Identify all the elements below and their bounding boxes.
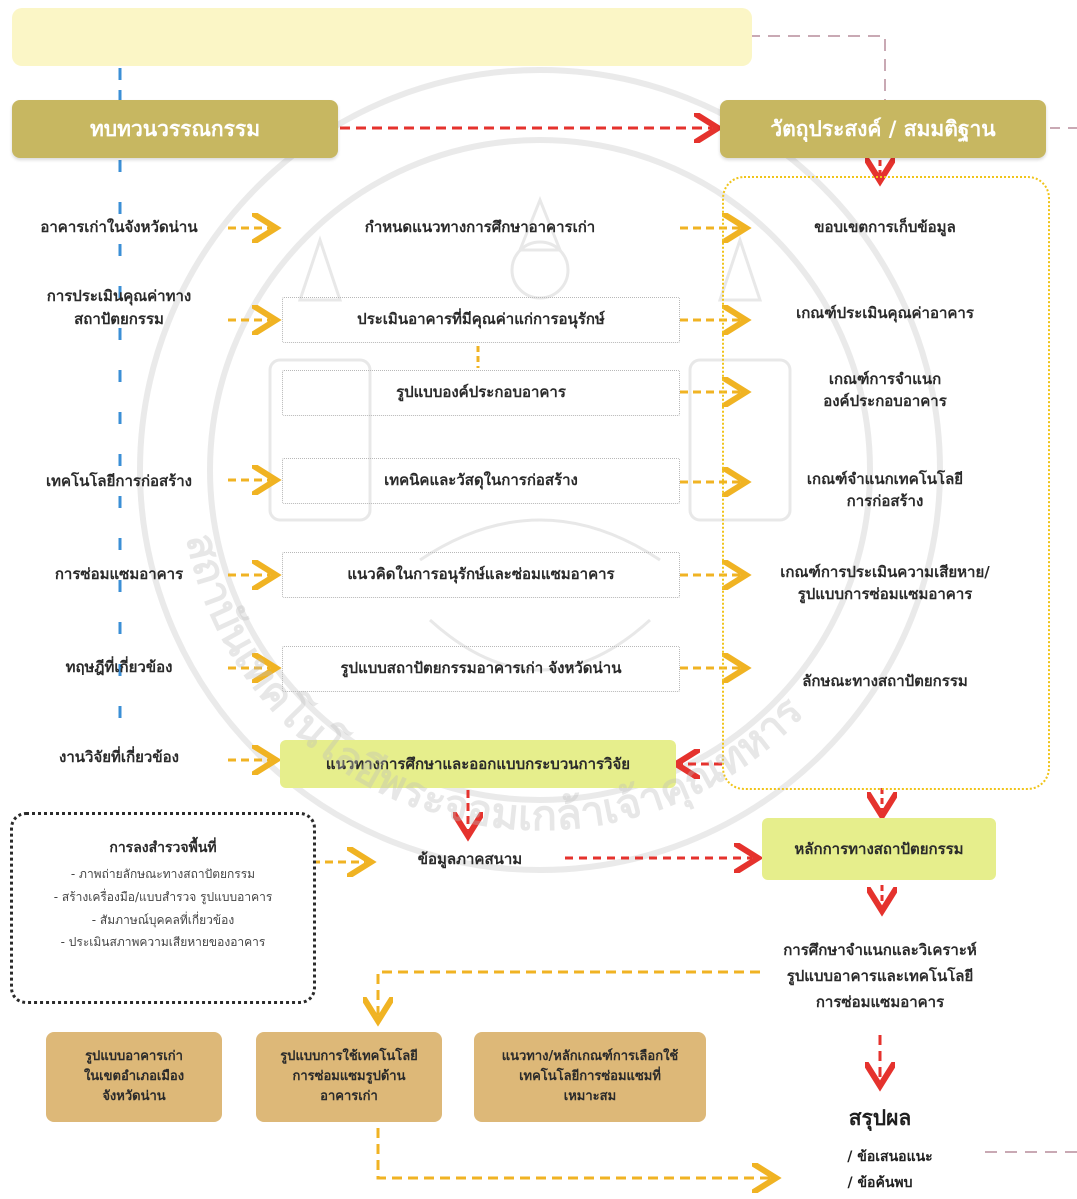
middle-item-value-assessment: ประเมินอาคารที่มีคุณค่าแก่การอนุรักษ์ bbox=[282, 297, 680, 343]
objectives-label: วัตถุประสงค์ / สมมติฐาน bbox=[770, 116, 996, 141]
survey-item-damage: - ประเมินสภาพความเสียหายของอาคาร bbox=[60, 935, 266, 950]
output-box-selection-criteria: แนวทาง/หลักเกณฑ์การเลือกใช้ เทคโนโลยีการ… bbox=[474, 1032, 706, 1122]
field-survey-title: การลงสำรวจพื้นที่ bbox=[109, 840, 217, 856]
literature-review-header: ทบทวนวรรณกรรม bbox=[12, 100, 338, 158]
conclusion-title: สรุปผล bbox=[848, 1106, 912, 1130]
middle-item-building-components: รูปแบบองค์ประกอบอาคาร bbox=[282, 370, 680, 416]
right-item-component-criteria: เกณฑ์การจำแนก องค์ประกอบอาคาร bbox=[823, 370, 947, 410]
right-item-damage-criteria: เกณฑ์การประเมินความเสียหาย/ รูปแบบการซ่อ… bbox=[780, 563, 990, 603]
survey-item-interview: - สัมภาษณ์บุคคลที่เกี่ยวข้อง bbox=[91, 912, 235, 927]
field-survey-box: การลงสำรวจพื้นที่ - ภาพถ่ายลักษณะทางสถาป… bbox=[10, 812, 316, 1004]
output-box-old-buildings: รูปแบบอาคารเก่า ในเขตอำเภอเมือง จังหวัดน… bbox=[46, 1032, 222, 1122]
middle-item-nan-architecture: รูปแบบสถาปัตยกรรมอาคารเก่า จังหวัดน่าน bbox=[282, 646, 680, 692]
survey-item-tools: - สร้างเครื่องมือ/แบบสำรวจ รูปแบบอาคาร bbox=[53, 889, 273, 904]
literature-review-label: ทบทวนวรรณกรรม bbox=[89, 116, 261, 141]
output-box-repair-technology: รูปแบบการใช้เทคโนโลยี การซ่อมแซมรูปด้าน … bbox=[256, 1032, 442, 1122]
objectives-header: วัตถุประสงค์ / สมมติฐาน bbox=[720, 100, 1046, 158]
right-item-value-criteria: เกณฑ์ประเมินคุณค่าอาคาร bbox=[796, 304, 974, 323]
right-item-data-scope: ขอบเขตการเก็บข้อมูล bbox=[814, 218, 956, 237]
left-item-construction-tech: เทคโนโลยีการก่อสร้าง bbox=[45, 472, 192, 490]
left-item-architectural-value: การประเมินคุณค่าทาง สถาปัตยกรรม bbox=[46, 287, 192, 328]
conclusion-suggestions: / ข้อเสนอแนะ bbox=[847, 1149, 933, 1165]
left-item-related-research: งานวิจัยที่เกี่ยวข้อง bbox=[59, 748, 179, 766]
right-item-architectural-character: ลักษณะทางสถาปัตยกรรม bbox=[802, 672, 968, 691]
left-item-old-buildings: อาคารเก่าในจังหวัดน่าน bbox=[40, 218, 198, 236]
field-data-label: ข้อมูลภาคสนาม bbox=[417, 850, 523, 869]
right-item-technology-criteria: เกณฑ์จำแนกเทคโนโลยี การก่อสร้าง bbox=[806, 470, 964, 510]
analysis-text: การศึกษาจำแนกและวิเคราะห์ รูปแบบอาคารและ… bbox=[783, 940, 977, 1012]
research-approach-box: แนวทางการศึกษาและออกแบบกระบวนการวิจัย bbox=[280, 740, 676, 788]
architectural-principles-box: หลักการทางสถาปัตยกรรม bbox=[762, 818, 996, 880]
left-item-related-theory: ทฤษฎีที่เกี่ยวข้อง bbox=[65, 658, 173, 676]
left-item-building-repair: การซ่อมแซมอาคาร bbox=[54, 565, 184, 583]
criteria-frame bbox=[722, 176, 1050, 790]
conclusion-findings: / ข้อค้นพบ bbox=[847, 1175, 913, 1191]
survey-item-photos: - ภาพถ่ายลักษณะทางสถาปัตยกรรม bbox=[70, 867, 256, 881]
middle-item-techniques-materials: เทคนิคและวัสดุในการก่อสร้าง bbox=[282, 458, 680, 504]
title-banner bbox=[12, 8, 752, 66]
middle-item-study-approach: กำหนดแนวทางการศึกษาอาคารเก่า bbox=[364, 218, 596, 237]
middle-item-conservation-concept: แนวคิดในการอนุรักษ์และซ่อมแซมอาคาร bbox=[282, 552, 680, 598]
